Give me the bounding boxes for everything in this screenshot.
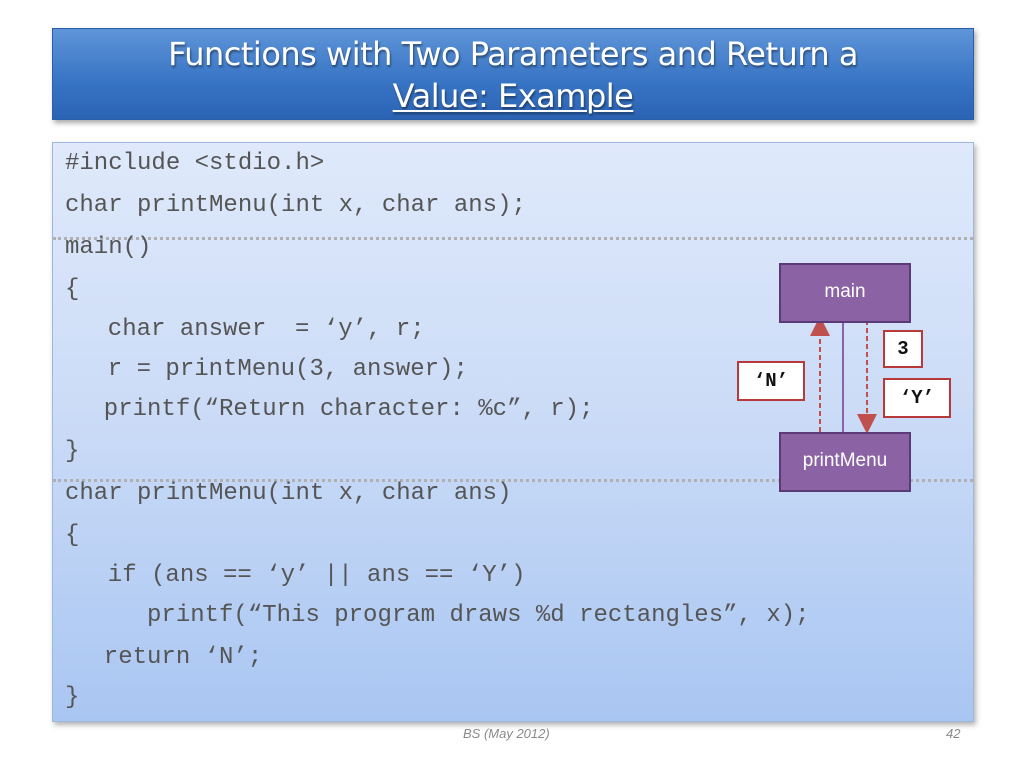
footer-page-number: 42 <box>946 726 961 741</box>
code-line-include: #include <stdio.h> <box>65 150 325 177</box>
code-line-if: if (ans == ‘y’ || ans == ‘Y’) <box>79 562 526 589</box>
footer-source: BS (May 2012) <box>463 726 550 741</box>
slide-title-line-1: Functions with Two Parameters and Return… <box>168 35 858 73</box>
slide-title-line-2: Value: Example <box>392 77 634 115</box>
slide-title: Functions with Two Parameters and Return… <box>53 33 973 117</box>
argument-y-label: ‘Y’ <box>883 378 951 418</box>
code-line-prototype: char printMenu(int x, char ans); <box>65 192 526 219</box>
code-line-printf-rectangles: printf(“This program draws %d rectangles… <box>75 602 810 629</box>
code-line-function-def: char printMenu(int x, char ans) <box>65 480 512 507</box>
code-line-printf-return: printf(“Return character: %c”, r); <box>75 396 594 423</box>
code-line-return: return ‘N’; <box>75 644 263 671</box>
main-node: main <box>779 263 911 323</box>
section-separator-top <box>53 237 973 240</box>
code-line-declare-answer: char answer = ‘y’, r; <box>79 316 425 343</box>
slide-title-bar: Functions with Two Parameters and Return… <box>52 28 974 120</box>
code-line-main-close-brace: } <box>65 438 80 465</box>
code-line-main-open-brace: { <box>65 276 80 303</box>
code-line-function-open-brace: { <box>65 522 80 549</box>
code-line-function-close-brace: } <box>65 684 80 711</box>
section-separator-bottom <box>53 479 973 482</box>
code-line-call-printmenu: r = printMenu(3, answer); <box>79 356 468 383</box>
code-line-main: main() <box>65 234 152 261</box>
return-value-label: ‘N’ <box>737 361 805 401</box>
printmenu-node: printMenu <box>779 432 911 492</box>
argument-3-label: 3 <box>883 330 923 368</box>
